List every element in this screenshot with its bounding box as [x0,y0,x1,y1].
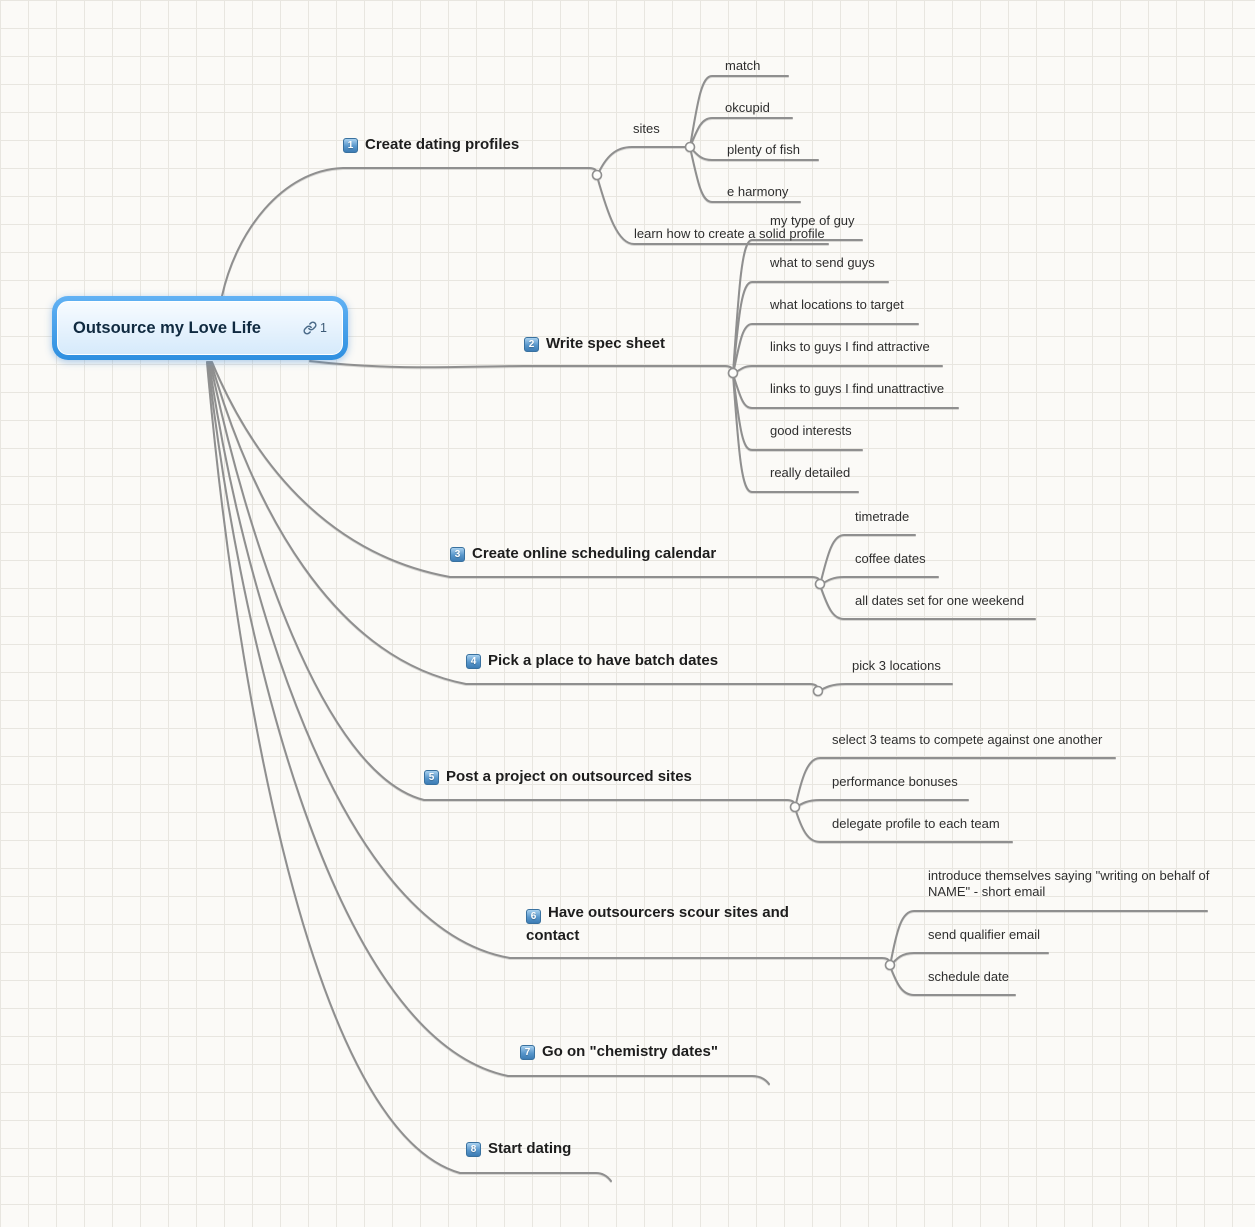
node-delegate-profile[interactable]: delegate profile to each team [832,816,1000,831]
node-send-qualifier-email[interactable]: send qualifier email [928,927,1041,942]
priority-badge: 1 [343,138,358,153]
root-links[interactable]: 1 [303,321,327,335]
node-links-attractive[interactable]: links to guys I find attractive [770,339,930,354]
node-pick-3-locations[interactable]: pick 3 locations [852,658,941,673]
root-node[interactable]: Outsource my Love Life 1 [52,296,348,360]
node-label: Post a project on outsourced sites [446,768,692,785]
node-good-interests[interactable]: good interests [770,423,852,438]
node-label: Have outsourcers scour sites and contact [526,904,789,945]
root-node-inner: Outsource my Love Life 1 [57,301,343,355]
node-performance-bonuses[interactable]: performance bonuses [832,774,958,789]
priority-badge: 2 [524,337,539,352]
node-what-locations-to-target[interactable]: what locations to target [770,297,904,312]
node-label: Go on "chemistry dates" [542,1043,718,1060]
priority-badge: 4 [466,654,481,669]
connector-branch-7 [207,361,770,1085]
node-label: Create online scheduling calendar [472,545,717,562]
connector-branch-3 [211,361,1036,620]
node-links-unattractive[interactable]: links to guys I find unattractive [770,381,945,396]
node-post-a-project-on-outsourced-sites[interactable]: 5 Post a project on outsourced sites [424,768,692,785]
node-introduce-themselves[interactable]: introduce themselves saying "writing on … [928,868,1210,900]
priority-badge: 7 [520,1045,535,1060]
node-write-spec-sheet[interactable]: 2 Write spec sheet [524,335,665,352]
node-select-3-teams[interactable]: select 3 teams to compete against one an… [832,732,1103,747]
node-pick-a-place-to-have-batch-dates[interactable]: 4 Pick a place to have batch dates [466,652,718,669]
node-all-dates-one-weekend[interactable]: all dates set for one weekend [855,593,1025,608]
node-my-type-of-guy[interactable]: my type of guy [770,213,855,228]
node-e-harmony[interactable]: e harmony [727,184,789,199]
priority-badge: 5 [424,770,439,785]
node-schedule-date[interactable]: schedule date [928,969,1009,984]
node-create-dating-profiles[interactable]: 1 Create dating profiles [343,136,519,153]
node-timetrade[interactable]: timetrade [855,509,910,524]
connector-branch-4 [210,361,953,693]
junction-dots [591,141,896,971]
node-go-on-chemistry-dates[interactable]: 7 Go on "chemistry dates" [520,1043,718,1060]
node-label: Create dating profiles [365,136,520,153]
link-count: 1 [320,321,327,335]
node-start-dating[interactable]: 8 Start dating [466,1140,571,1157]
node-label: Pick a place to have batch dates [488,652,719,669]
node-what-to-send-guys[interactable]: what to send guys [770,255,875,270]
node-coffee-dates[interactable]: coffee dates [855,551,926,566]
node-match[interactable]: match [725,58,761,73]
priority-badge: 3 [450,547,465,562]
node-create-online-scheduling-calendar[interactable]: 3 Create online scheduling calendar [450,545,716,562]
node-sites[interactable]: sites [633,121,660,136]
node-label: Write spec sheet [546,335,665,352]
node-learn-solid-profile[interactable]: learn how to create a solid profile [634,226,825,241]
priority-badge: 6 [526,909,541,925]
connector-branch-8 [206,361,612,1182]
link-icon [303,321,317,335]
node-label: Start dating [488,1140,572,1157]
root-label: Outsource my Love Life [73,318,261,337]
connector-branch-2 [309,239,959,493]
node-really-detailed[interactable]: really detailed [770,465,851,480]
node-okcupid[interactable]: okcupid [725,100,770,115]
priority-badge: 8 [466,1142,481,1157]
node-plenty-of-fish[interactable]: plenty of fish [727,142,800,157]
